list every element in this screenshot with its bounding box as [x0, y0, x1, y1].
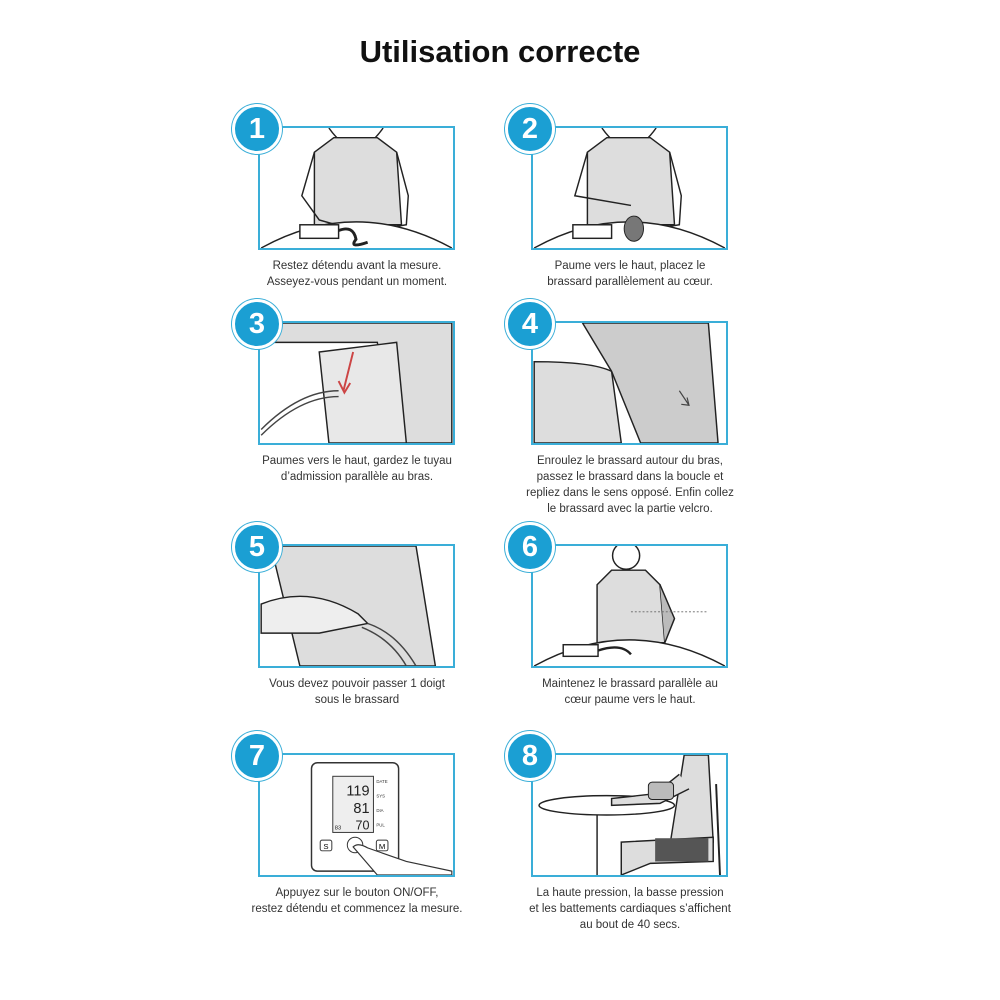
- step-number-badge: 4: [505, 299, 555, 349]
- m-button: M: [379, 842, 385, 851]
- person-seated-illustration: [260, 128, 453, 248]
- step-illustration: [531, 321, 728, 445]
- finger-under-cuff-illustration: [260, 546, 437, 666]
- step-number-badge: 2: [505, 104, 555, 154]
- person-seated-side-illustration: [538, 755, 721, 875]
- label-dia: DIA: [376, 808, 383, 813]
- caption-line: d’admission parallèle au bras.: [280, 471, 434, 483]
- person-placing-cuff-illustration: [533, 128, 726, 248]
- caption-line: repliez dans le sens opposé. Enfin colle…: [526, 487, 734, 499]
- blood-pressure-monitor-illustration: 119 81 70 83 DATE SYS DIA PUL S M: [310, 762, 453, 875]
- step-illustration: 119 81 70 83 DATE SYS DIA PUL S M: [258, 753, 455, 877]
- step-number-badge: 8: [505, 731, 555, 781]
- lcd-pulse: 70: [356, 819, 370, 833]
- caption-line: brassard parallèlement au cœur.: [547, 276, 713, 288]
- step-illustration: [258, 544, 455, 668]
- step-illustration: [531, 753, 728, 877]
- finger-icon: [352, 844, 453, 875]
- caption-line: Paumes vers le haut, gardez le tuyau: [262, 455, 452, 467]
- step-illustration: [531, 544, 728, 668]
- caption-line: cœur paume vers le haut.: [564, 694, 696, 706]
- caption-line: Appuyez sur le bouton ON/OFF,: [275, 887, 439, 899]
- caption-line: Paume vers le haut, placez le: [554, 260, 706, 272]
- caption-line: passez le brassard dans la boucle et: [536, 471, 724, 483]
- s-button: S: [323, 842, 328, 851]
- caption-line: sous le brassard: [314, 694, 400, 706]
- step-illustration: [531, 126, 728, 250]
- label-date: DATE: [376, 779, 387, 784]
- step-number-badge: 6: [505, 522, 555, 572]
- label-pul: PUL: [376, 823, 385, 828]
- caption-line: au bout de 40 secs.: [579, 919, 681, 931]
- caption-line: Maintenez le brassard parallèle au: [542, 678, 718, 690]
- caption-line: Vous devez pouvoir passer 1 doigt: [269, 678, 445, 690]
- caption-line: Enroulez le brassard autour du bras,: [536, 455, 724, 467]
- page-title: Utilisation correcte: [359, 34, 641, 69]
- caption-line: Restez détendu avant la mesure.: [272, 260, 442, 272]
- person-cuff-heart-level-illustration: [533, 546, 726, 666]
- wrapping-cuff-illustration: [533, 323, 719, 443]
- step-illustration: [258, 321, 455, 445]
- step-number-badge: 7: [232, 731, 282, 781]
- caption-line: le brassard avec la partie velcro.: [547, 503, 713, 515]
- lcd-systolic: 119: [346, 784, 369, 800]
- lcd-diastolic: 81: [353, 801, 369, 817]
- cuff-on-arm-illustration: [260, 323, 453, 443]
- step-illustration: [258, 126, 455, 250]
- caption-line: Asseyez-vous pendant un moment.: [266, 276, 448, 288]
- caption-line: La haute pression, la basse pression: [536, 887, 724, 899]
- label-sys: SYS: [376, 794, 385, 799]
- step-number-badge: 1: [232, 104, 282, 154]
- step-number-badge: 3: [232, 299, 282, 349]
- lcd-memory: 83: [335, 826, 341, 832]
- caption-line: restez détendu et commencez la mesure.: [251, 903, 463, 915]
- step-number-badge: 5: [232, 522, 282, 572]
- caption-line: et les battements cardiaques s’affichent: [529, 903, 731, 915]
